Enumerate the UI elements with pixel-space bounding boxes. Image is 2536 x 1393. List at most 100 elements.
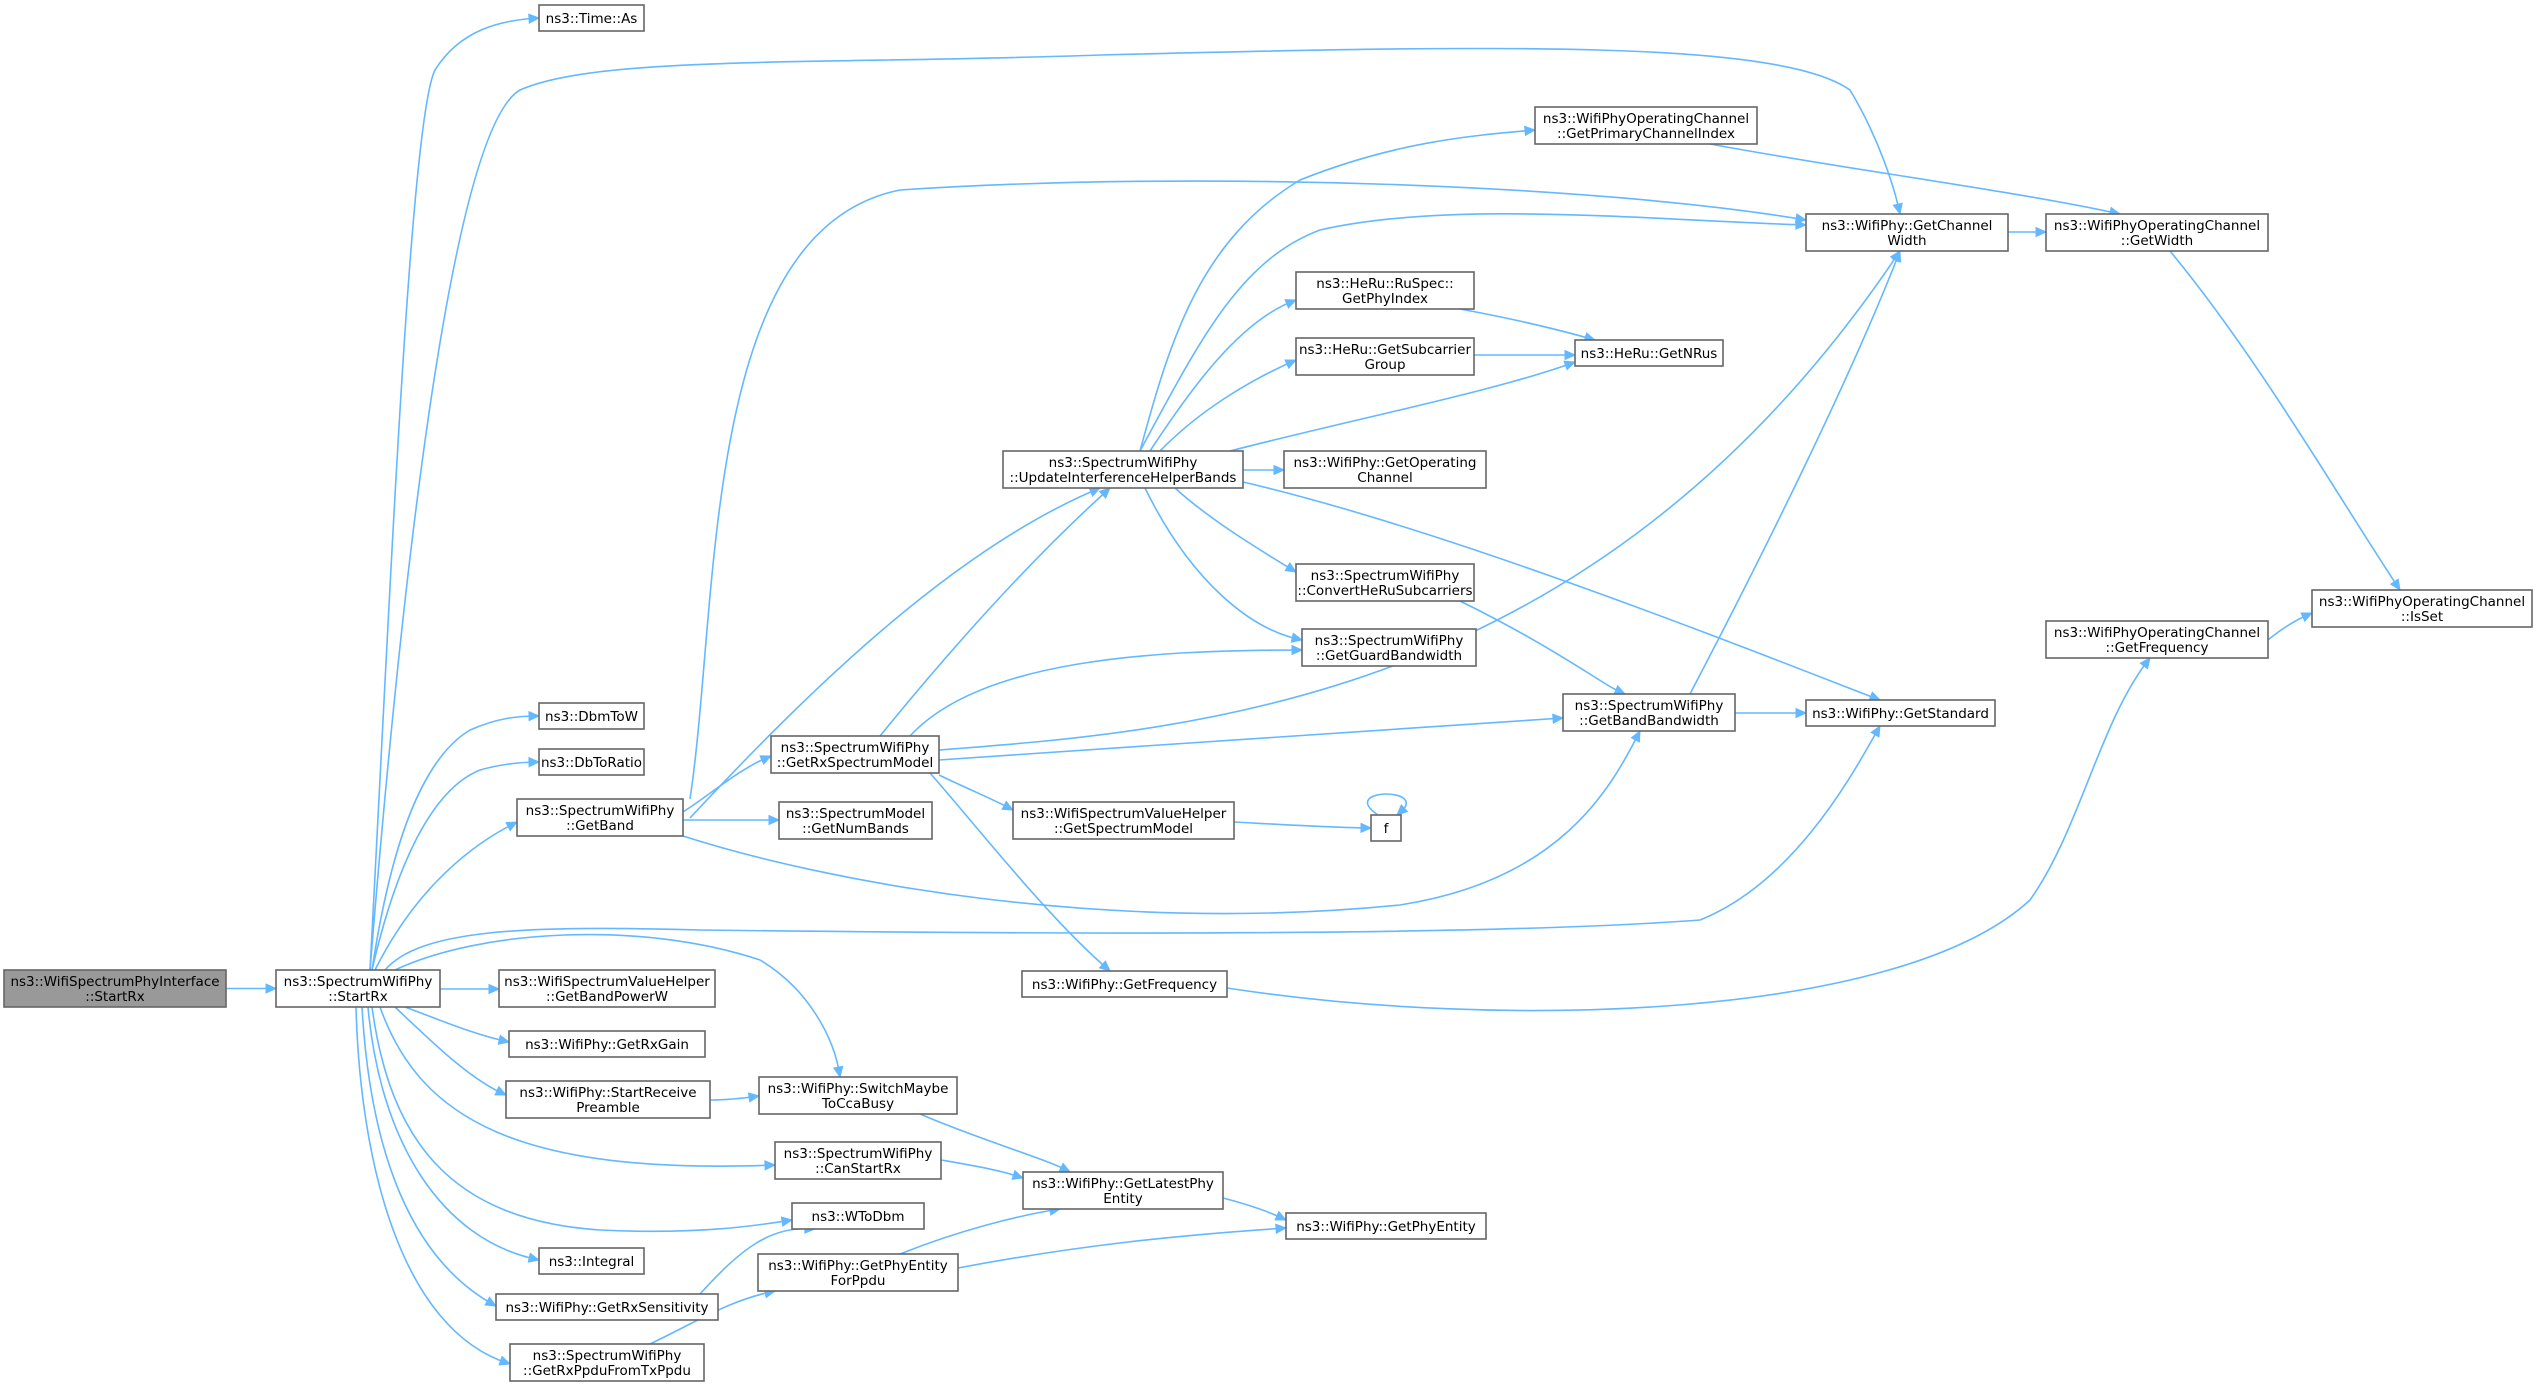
node-label-line: ns3::WifiPhy::StartReceive [519, 1085, 696, 1101]
node-label-line: ForPpdu [831, 1273, 886, 1289]
graph-node-n2[interactable]: ns3::Time::As [538, 4, 645, 32]
graph-node-n6[interactable]: ns3::WifiSpectrumValueHelper::GetBandPow… [498, 969, 716, 1008]
edge-arrowhead [768, 814, 781, 826]
graph-node-n7[interactable]: ns3::WifiPhy::GetRxGain [508, 1030, 706, 1058]
node-box [495, 1293, 719, 1321]
node-box [3, 969, 227, 1008]
edge-n18-to-n27 [1144, 487, 1304, 643]
graph-node-n28[interactable]: f [1370, 814, 1402, 842]
edge-arrowhead [1613, 684, 1627, 695]
graph-node-n34[interactable]: ns3::WifiPhyOperatingChannel::GetWidth [2045, 213, 2269, 252]
node-label-line: ::GetFrequency [2106, 640, 2209, 656]
graph-node-n3[interactable]: ns3::DbmToW [538, 702, 645, 730]
node-label-line: ns3::WifiPhy::GetRxGain [525, 1037, 689, 1053]
node-label-line: ::GetRxSpectrumModel [777, 755, 933, 771]
edge-line [879, 487, 1111, 737]
edge-arrowhead [1098, 960, 1111, 972]
edge-n28-to-n28 [1366, 793, 1409, 816]
edge-line [1709, 143, 2121, 215]
edge-line [940, 1159, 1024, 1179]
graph-node-n10[interactable]: ns3::WifiPhy::GetRxSensitivity [495, 1293, 719, 1321]
edge-n21-to-n29 [1222, 1197, 1288, 1221]
node-box [1295, 563, 1475, 602]
node-label-line: ns3::WifiPhyOperatingChannel [2054, 218, 2260, 234]
graph-node-n9[interactable]: ns3::Integral [538, 1247, 645, 1275]
graph-node-n5[interactable]: ns3::SpectrumWifiPhy::GetBand [516, 798, 684, 837]
graph-node-n19[interactable]: ns3::WifiSpectrumValueHelper::GetSpectru… [1012, 801, 1235, 840]
node-label-line: ::ConvertHeRuSubcarriers [1297, 583, 1472, 599]
edge-line [384, 725, 1881, 971]
edge-line [369, 17, 540, 971]
graph-node-n4[interactable]: ns3::DbToRatio [538, 748, 645, 776]
edge-n1-to-n2 [369, 13, 541, 971]
edge-line [689, 487, 1101, 819]
edge-n1-to-n33 [384, 724, 1881, 971]
edge-arrowhead [528, 756, 541, 768]
edge-line [371, 761, 540, 971]
node-box [538, 4, 645, 32]
node-box [758, 1076, 958, 1115]
graph-node-n33[interactable]: ns3::WifiPhy::GetStandard [1805, 699, 1996, 727]
edge-n1-to-n8 [394, 1006, 508, 1096]
graph-node-n15[interactable]: ns3::SpectrumWifiPhy::CanStartRx [774, 1141, 942, 1180]
graph-node-n13[interactable]: ns3::SpectrumModel::GetNumBands [778, 801, 933, 840]
edge-arrowhead [1564, 349, 1577, 361]
edge-arrowhead [494, 1085, 508, 1096]
node-box [508, 1030, 706, 1058]
edge-arrowhead [497, 1034, 511, 1045]
graph-node-n36[interactable]: ns3::WifiPhyOperatingChannel::IsSet [2311, 589, 2533, 628]
edge-arrowhead [1274, 1210, 1288, 1221]
graph-node-n16[interactable]: ns3::WToDbm [791, 1202, 925, 1230]
node-box [2311, 589, 2533, 628]
edge-line [2169, 250, 2401, 591]
edge-line [1229, 361, 1576, 452]
node-label-line: ns3::WifiPhy::GetLatestPhy [1032, 1176, 1214, 1192]
graph-node-n29[interactable]: ns3::WifiPhy::GetPhyEntity [1285, 1212, 1487, 1240]
edge-line [1139, 213, 1807, 452]
edge-arrowhead [1891, 249, 1902, 263]
edge-line [919, 1113, 1071, 1173]
edge-n22-to-n34 [1709, 143, 2122, 217]
edge-n12-to-n19 [938, 774, 1015, 811]
graph-node-n12[interactable]: ns3::SpectrumWifiPhy::GetRxSpectrumModel [770, 735, 940, 774]
node-label-line: ns3::WifiPhy::GetOperating [1294, 455, 1477, 471]
edge-n35-to-n36 [2267, 612, 2314, 641]
graph-node-n20[interactable]: ns3::WifiPhy::GetFrequency [1021, 970, 1228, 998]
graph-node-n35[interactable]: ns3::WifiPhyOperatingChannel::GetFrequen… [2045, 620, 2269, 659]
node-label-line: ::GetBandBandwidth [1579, 713, 1719, 729]
edge-arrowhead [1795, 707, 1808, 719]
node-label-line: ns3::WifiSpectrumPhyInterface [10, 974, 219, 990]
edge-n1-to-n30 [369, 47, 1903, 971]
edge-line [899, 1208, 1061, 1255]
node-label-line: ns3::SpectrumWifiPhy [784, 1146, 933, 1162]
edge-n12-to-n27 [909, 644, 1304, 737]
graph-node-n18[interactable]: ns3::SpectrumWifiPhy::UpdateInterference… [1002, 450, 1244, 489]
node-label-line: ns3::WifiPhy::GetFrequency [1032, 977, 1217, 993]
edge-arrowhead [527, 1252, 541, 1263]
edge-line [682, 730, 1641, 915]
graph-node-n31[interactable]: ns3::HeRu::GetNRus [1574, 339, 1724, 367]
graph-node-n27[interactable]: ns3::SpectrumWifiPhy::GetGuardBandwidth [1301, 628, 1477, 667]
graph-node-n11[interactable]: ns3::SpectrumWifiPhy::GetRxPpduFromTxPpd… [509, 1343, 705, 1382]
graph-node-n26[interactable]: ns3::SpectrumWifiPhy::ConvertHeRuSubcarr… [1295, 563, 1475, 602]
node-box [791, 1202, 925, 1230]
node-label-line: ns3::WifiPhyOperatingChannel [1543, 111, 1749, 127]
edge-n1-to-n5 [374, 821, 519, 971]
graph-node-n23[interactable]: ns3::HeRu::RuSpec::GetPhyIndex [1295, 271, 1475, 310]
node-label-line: ::GetSpectrumModel [1054, 821, 1193, 837]
edge-line [369, 47, 1901, 971]
graph-node-n32[interactable]: ns3::SpectrumWifiPhy::GetBandBandwidth [1562, 693, 1736, 732]
graph-nodes: ns3::WifiSpectrumPhyInterface::StartRxns… [3, 4, 2533, 1382]
graph-node-n22[interactable]: ns3::WifiPhyOperatingChannel::GetPrimary… [1534, 106, 1758, 145]
edge-arrowhead [1284, 359, 1298, 370]
edge-line [1459, 308, 1596, 341]
edge-arrowhead [1273, 464, 1286, 476]
graph-node-n1[interactable]: ns3::SpectrumWifiPhy::StartRx [275, 969, 441, 1008]
